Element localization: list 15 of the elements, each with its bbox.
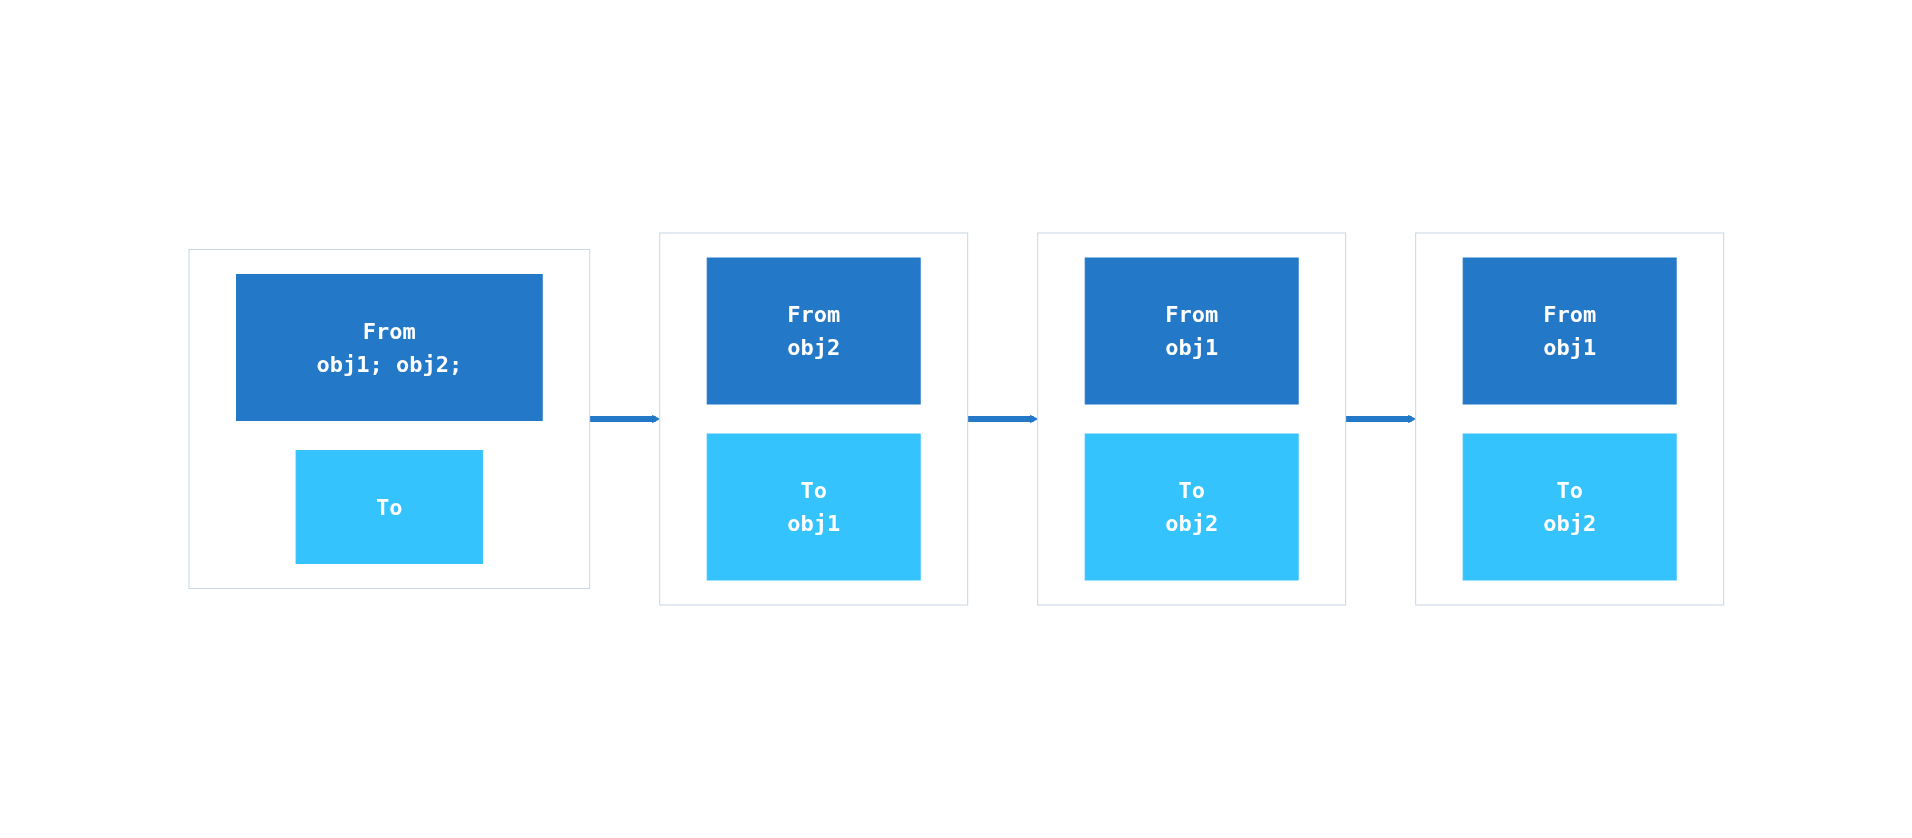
cluster xyxy=(188,249,590,589)
node-box: From obj1 xyxy=(1084,257,1299,405)
cluster xyxy=(658,232,968,606)
node-box: To xyxy=(295,450,483,564)
node-box: From obj2 xyxy=(706,257,921,405)
node-box: To obj2 xyxy=(1462,433,1677,581)
cluster xyxy=(1414,232,1724,606)
arrow xyxy=(589,414,660,424)
arrow xyxy=(967,414,1038,424)
arrow xyxy=(1345,414,1416,424)
node-box: To obj2 xyxy=(1084,433,1299,581)
cluster xyxy=(1036,232,1346,606)
node-box: From obj1; obj2; xyxy=(235,274,543,421)
node-box: To obj1 xyxy=(706,433,921,581)
node-box: From obj1 xyxy=(1462,257,1677,405)
